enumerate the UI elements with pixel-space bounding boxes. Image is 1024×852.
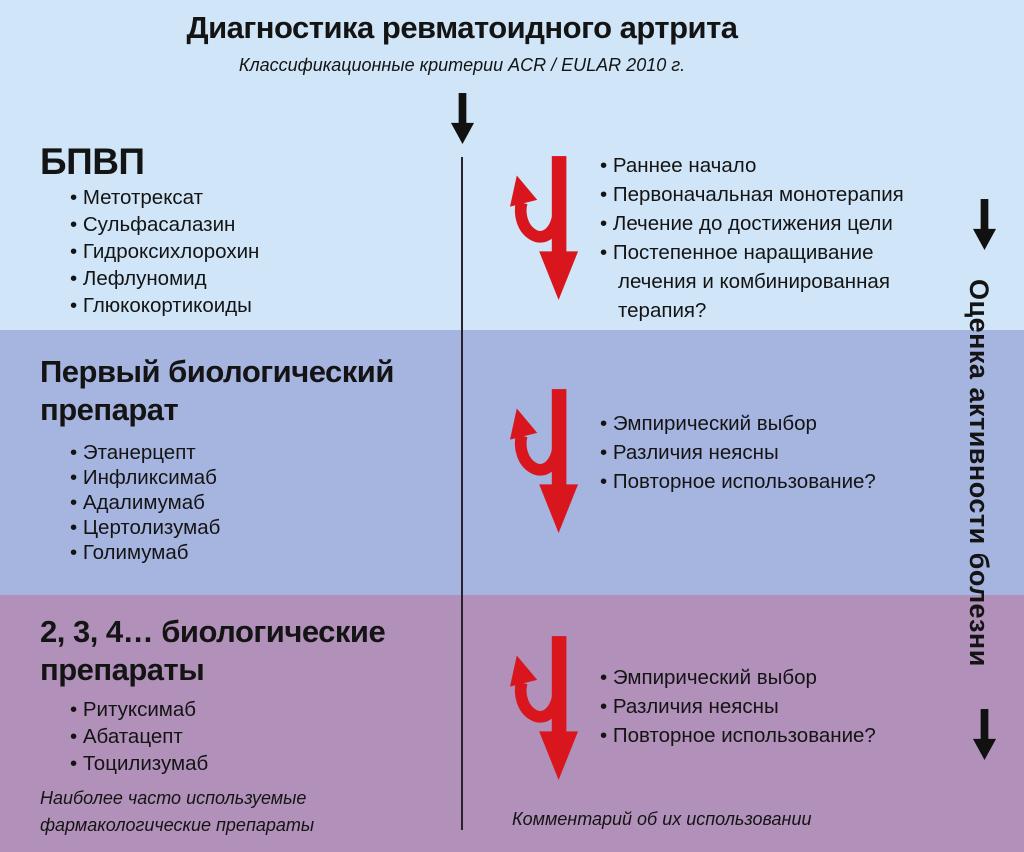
- page-subtitle: Классификационные критерии ACR / EULAR 2…: [238, 55, 686, 75]
- red-branch-arrow-icon: [510, 636, 580, 782]
- comment-item: Первоначальная монотерапия: [600, 180, 918, 209]
- page-title: Диагностика ревматоидного артрита: [186, 10, 738, 45]
- drug-item: Абатацепт: [70, 723, 213, 750]
- comment-list-first-biologic: Эмпирический выбор Различия неясны Повто…: [600, 409, 932, 496]
- section-heading-next-biologics: 2, 3, 4… биологические препараты: [40, 614, 386, 687]
- drug-item: Тоцилизумаб: [70, 750, 213, 777]
- comment-item: Повторное использование?: [600, 721, 940, 750]
- center-column-caption: Комментарий об их использовании: [512, 809, 812, 829]
- activity-axis-label: Оценка активности болезни: [964, 279, 994, 667]
- drug-item: Ритуксимаб: [70, 696, 213, 723]
- drug-item: Глюкокортикоиды: [70, 292, 265, 319]
- comment-item: Раннее начало: [600, 151, 918, 180]
- divider-line: [461, 157, 463, 830]
- header: Диагностика ревматоидного артрита Класси…: [0, 10, 924, 76]
- left-column-caption: Наиболее часто используемые фармакологич…: [40, 788, 315, 835]
- drug-item: Этанерцепт: [70, 440, 225, 465]
- activity-down-arrow-top-icon: [972, 198, 997, 252]
- drug-item: Инфликсимаб: [70, 465, 225, 490]
- red-branch-arrow-icon: [510, 156, 580, 302]
- comment-item: Постепенное наращивание лечения и комбин…: [600, 238, 918, 325]
- section-heading-dmard: БПВП: [40, 141, 145, 182]
- drug-item: Метотрексат: [70, 184, 265, 211]
- comment-list-dmard: Раннее начало Первоначальная монотерапия…: [600, 151, 918, 325]
- comment-item: Повторное использование?: [600, 467, 932, 496]
- drug-list-dmard: Метотрексат Сульфасалазин Гидроксихлорох…: [70, 184, 265, 319]
- comment-item: Эмпирический выбор: [600, 409, 932, 438]
- drug-item: Голимумаб: [70, 540, 225, 565]
- drug-item: Лефлуномид: [70, 265, 265, 292]
- flow-down-arrow-icon: [450, 92, 475, 146]
- comment-item: Различия неясны: [600, 692, 940, 721]
- drug-item: Адалимумаб: [70, 490, 225, 515]
- drug-item: Сульфасалазин: [70, 211, 265, 238]
- comment-item: Различия неясны: [600, 438, 932, 467]
- red-branch-arrow-icon: [510, 389, 580, 535]
- drug-list-first-biologic: Этанерцепт Инфликсимаб Адалимумаб Цертол…: [70, 440, 225, 565]
- comment-item: Эмпирический выбор: [600, 663, 940, 692]
- drug-item: Гидроксихлорохин: [70, 238, 265, 265]
- activity-down-arrow-bottom-icon: [972, 708, 997, 762]
- comment-item: Лечение до достижения цели: [600, 209, 918, 238]
- comment-list-next-biologics: Эмпирический выбор Различия неясны Повто…: [600, 663, 940, 750]
- drug-item: Цертолизумаб: [70, 515, 225, 540]
- drug-list-next-biologics: Ритуксимаб Абатацепт Тоцилизумаб: [70, 696, 213, 777]
- section-heading-first-biologic: Первый биологический препарат: [40, 354, 394, 427]
